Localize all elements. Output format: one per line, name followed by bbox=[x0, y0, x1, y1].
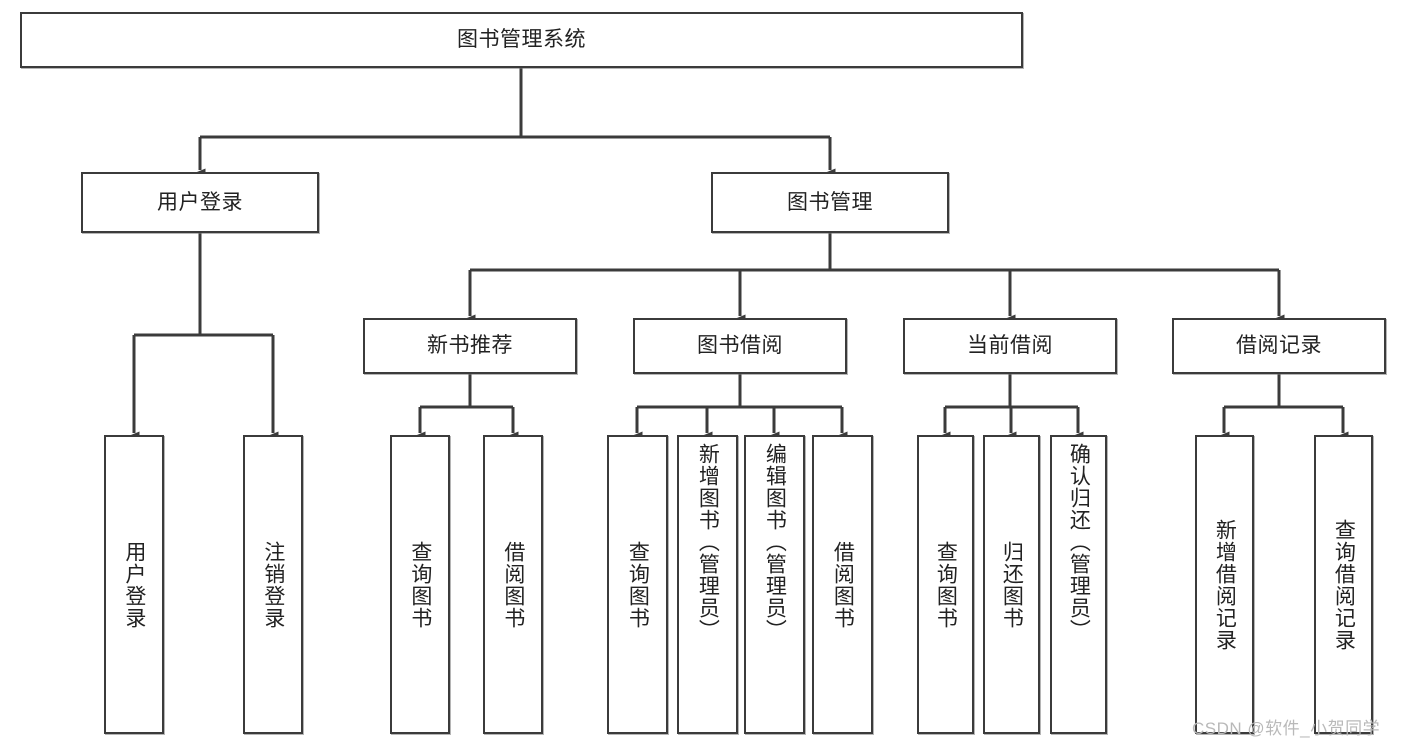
node-new-book-recommend[interactable]: 新书推荐 bbox=[363, 318, 577, 374]
node-current-borrow-label: 当前借阅 bbox=[967, 334, 1053, 358]
csdn-watermark: CSDN @软件_小贺同学 bbox=[1192, 719, 1381, 738]
node-book-borrow-label: 图书借阅 bbox=[697, 334, 783, 358]
leaf-node[interactable]: 查询图书 bbox=[917, 435, 974, 734]
leaf-node-label: 查询图书 bbox=[408, 540, 432, 629]
leaf-node[interactable]: 借阅图书 bbox=[812, 435, 873, 734]
node-new-book-recommend-label: 新书推荐 bbox=[427, 334, 513, 358]
leaf-node-label: 查询借阅记录 bbox=[1332, 518, 1356, 651]
node-book-management[interactable]: 图书管理 bbox=[711, 172, 949, 233]
leaf-node-label: 用户登录 bbox=[122, 540, 146, 629]
node-borrow-record-label: 借阅记录 bbox=[1236, 334, 1322, 358]
node-root[interactable]: 图书管理系统 bbox=[20, 12, 1023, 68]
leaf-node[interactable]: 新增图书（管理员） bbox=[677, 435, 738, 734]
leaf-node[interactable]: 注销登录 bbox=[243, 435, 303, 734]
leaf-node[interactable]: 查询图书 bbox=[607, 435, 668, 734]
leaf-node-label: 查询图书 bbox=[626, 540, 650, 629]
leaf-node-label: 新增借阅记录 bbox=[1213, 518, 1237, 651]
node-book-borrow[interactable]: 图书借阅 bbox=[633, 318, 847, 374]
leaf-node[interactable]: 确认归还（管理员） bbox=[1050, 435, 1107, 734]
leaf-node-label: 查询图书 bbox=[934, 540, 958, 629]
leaf-node-label: 借阅图书 bbox=[831, 540, 855, 629]
node-user-login[interactable]: 用户登录 bbox=[81, 172, 319, 233]
leaf-node-label: 借阅图书 bbox=[501, 540, 525, 629]
leaf-node[interactable]: 查询借阅记录 bbox=[1314, 435, 1373, 734]
leaf-node-label: 归还图书 bbox=[1000, 540, 1024, 629]
node-user-login-label: 用户登录 bbox=[157, 190, 243, 214]
node-current-borrow[interactable]: 当前借阅 bbox=[903, 318, 1117, 374]
leaf-node-label: 注销登录 bbox=[261, 540, 285, 629]
leaf-node-label: 确认归还（管理员） bbox=[1067, 443, 1091, 641]
node-book-management-label: 图书管理 bbox=[787, 190, 873, 214]
leaf-node[interactable]: 新增借阅记录 bbox=[1195, 435, 1254, 734]
leaf-node[interactable]: 借阅图书 bbox=[483, 435, 543, 734]
leaf-node[interactable]: 用户登录 bbox=[104, 435, 164, 734]
leaf-node[interactable]: 编辑图书（管理员） bbox=[744, 435, 805, 734]
leaf-node-label: 新增图书（管理员） bbox=[696, 443, 720, 641]
leaf-node[interactable]: 归还图书 bbox=[983, 435, 1040, 734]
leaf-node[interactable]: 查询图书 bbox=[390, 435, 450, 734]
node-borrow-record[interactable]: 借阅记录 bbox=[1172, 318, 1386, 374]
node-root-label: 图书管理系统 bbox=[457, 28, 586, 52]
leaf-node-label: 编辑图书（管理员） bbox=[763, 443, 787, 641]
